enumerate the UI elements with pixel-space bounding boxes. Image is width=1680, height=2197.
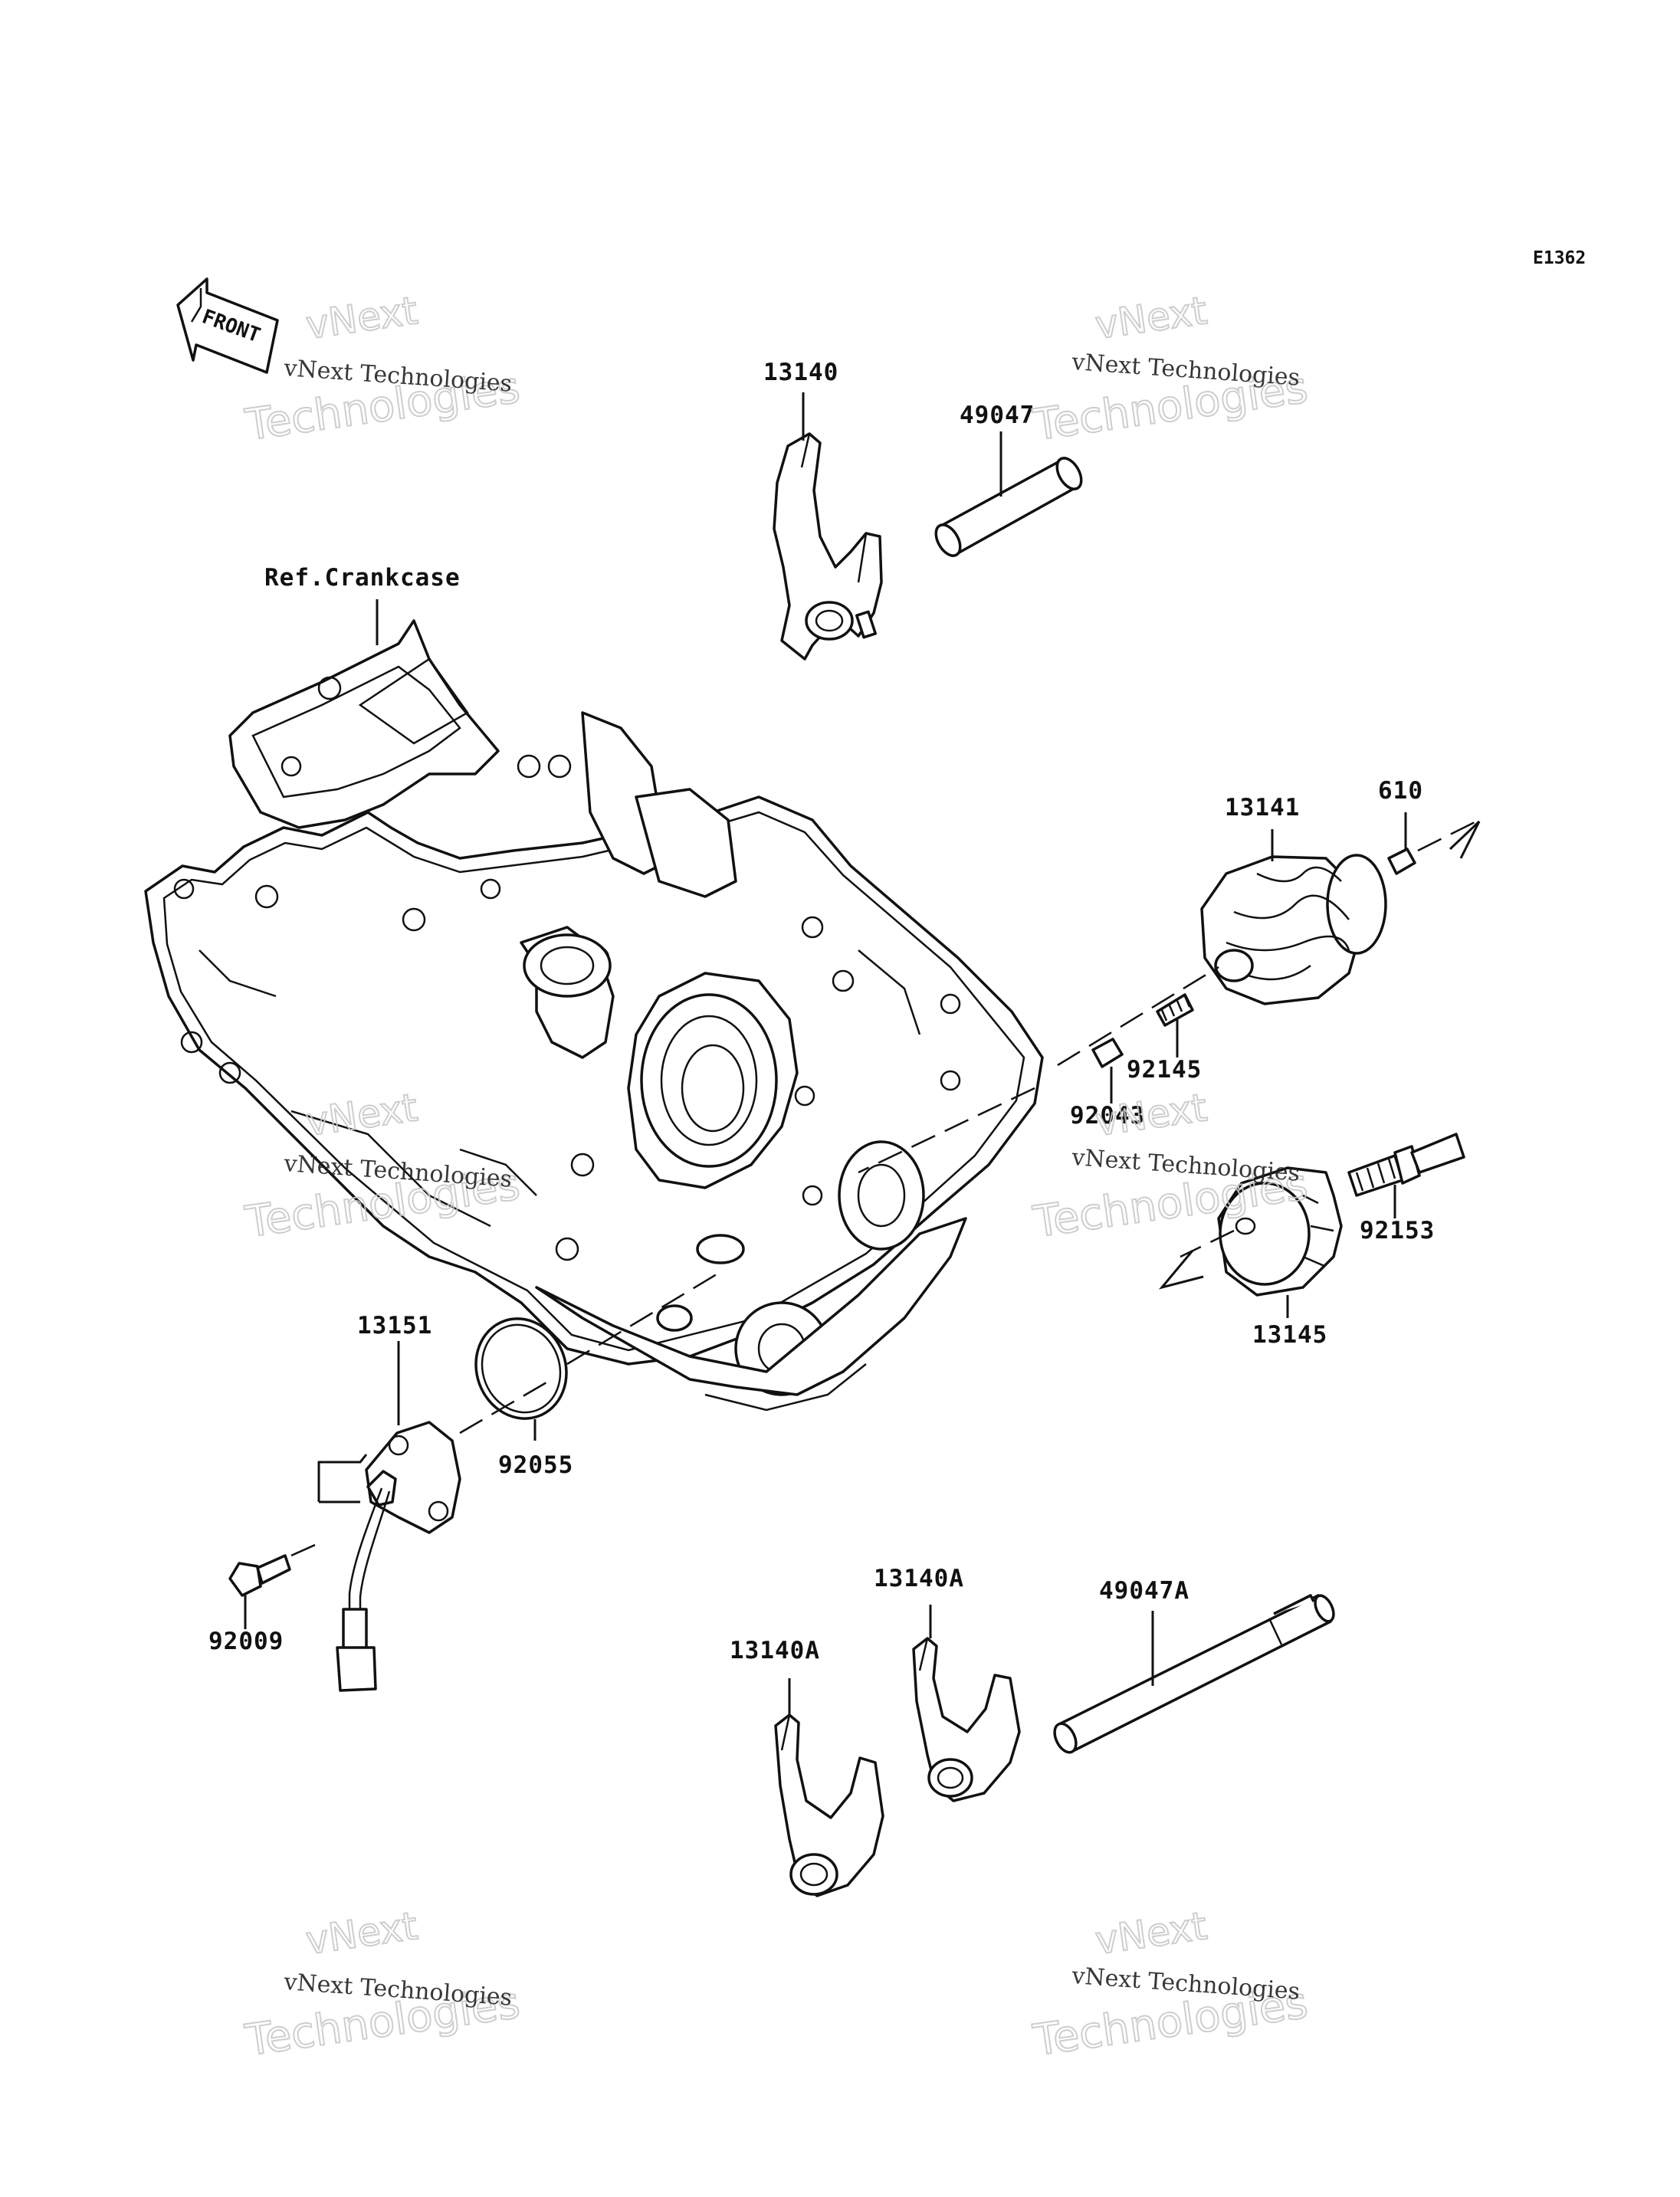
shift-fork-13140 <box>773 432 883 661</box>
pin-92043 <box>1091 1038 1124 1068</box>
part-label-92009[interactable]: 92009 <box>208 1628 284 1655</box>
watermark-bottom-left: vNext Technologies vNext Technologies <box>241 1903 523 2067</box>
shift-drum-13141 <box>1200 854 1387 1005</box>
part-label-13140[interactable]: 13140 <box>763 359 838 386</box>
part-label-49047[interactable]: 49047 <box>960 402 1035 429</box>
part-label-92153[interactable]: 92153 <box>1360 1217 1435 1244</box>
part-label-92055[interactable]: 92055 <box>498 1451 573 1479</box>
part-label-13140A-lower[interactable]: 13140A <box>730 1637 820 1664</box>
watermark-bottom-right: vNext Technologies vNext Technologies <box>1029 1903 1311 2067</box>
o-ring-92055 <box>474 1317 568 1420</box>
shift-cam-13145 <box>1217 1166 1343 1297</box>
pin-610 <box>1387 848 1416 875</box>
bolt-92153 <box>1347 1133 1465 1197</box>
shift-fork-13140A-lower <box>774 1713 884 1897</box>
shaft-49047 <box>934 457 1083 557</box>
part-label-13140A-upper[interactable]: 13140A <box>874 1565 964 1592</box>
crankcase-drawing <box>144 599 1044 1412</box>
watermark-top-left: vNext Technologies vNext Technologies <box>241 287 523 451</box>
svg-text:vNext: vNext <box>304 288 421 348</box>
spring-92145 <box>1156 993 1194 1027</box>
part-label-92043[interactable]: 92043 <box>1070 1102 1145 1130</box>
diagram-code: E1362 <box>1533 248 1586 268</box>
screw-92009 <box>228 1554 291 1597</box>
part-label-13141[interactable]: 13141 <box>1225 794 1300 821</box>
part-label-13151[interactable]: 13151 <box>357 1312 432 1340</box>
part-label-610[interactable]: 610 <box>1378 777 1423 805</box>
part-label-13145[interactable]: 13145 <box>1252 1321 1327 1349</box>
svg-text:vNext: vNext <box>304 1904 421 1963</box>
shift-fork-13140A-upper <box>912 1637 1021 1802</box>
front-arrow-icon: FRONT <box>176 277 279 374</box>
part-label-92145[interactable]: 92145 <box>1127 1056 1202 1084</box>
svg-text:vNext: vNext <box>1093 288 1210 348</box>
neutral-switch-13151 <box>336 1421 461 1692</box>
watermark-top-right: vNext Technologies vNext Technologies <box>1029 287 1311 451</box>
shaft-49047A <box>1053 1594 1335 1754</box>
ref-crankcase-label: Ref.Crankcase <box>264 564 461 592</box>
part-label-49047A[interactable]: 49047A <box>1099 1577 1189 1605</box>
svg-text:vNext: vNext <box>1093 1904 1210 1963</box>
